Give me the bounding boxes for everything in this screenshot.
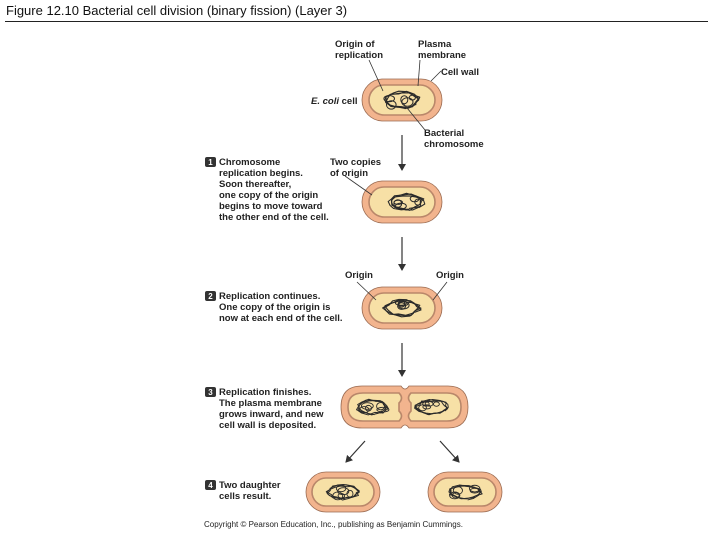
ecoli-cell (361, 78, 443, 122)
step-2-line-3: now at each end of the cell. (219, 313, 343, 324)
bacterial-chromosome (383, 90, 421, 110)
chromosome-loop (346, 489, 354, 498)
chromosome-loop (400, 95, 409, 105)
chromosome-strand (387, 193, 425, 211)
step-1-line-3: Soon thereafter, (219, 179, 291, 190)
daughter-cell-right (427, 471, 503, 513)
label-plasma-line2: membrane (418, 50, 466, 61)
chromosome-loop (360, 402, 374, 410)
leader-lines (344, 59, 448, 301)
step-4-line-1: Two daughter (219, 480, 281, 491)
step-2-line-1: Replication continues. (219, 291, 320, 302)
step-1-line-6: the other end of the cell. (219, 212, 329, 223)
step-4-line-2: cells result. (219, 491, 271, 502)
step-4: 4 Two daughter cells result. (205, 480, 281, 502)
chromosome-strand (385, 90, 419, 110)
step-2-badge (205, 291, 216, 301)
step-2-line-2: One copy of the origin is (219, 302, 330, 313)
step-2: 2 Replication continues. One copy of the… (205, 291, 343, 324)
label-two-copies-line1: Two copies (330, 157, 381, 168)
chromosome-loop (395, 202, 407, 210)
figure-title: Figure 12.10 Bacterial cell division (bi… (6, 3, 348, 18)
step-3-badge (205, 387, 216, 397)
chromosome-loop (337, 493, 346, 499)
cell-step-2 (361, 286, 443, 330)
chromosome-loop (469, 487, 480, 494)
chromosome-loop (449, 491, 461, 500)
chromosome-loop (376, 402, 386, 411)
chromosome-loop (364, 404, 372, 412)
step-3-number: 3 (208, 388, 213, 397)
chromosome-strand (325, 485, 360, 500)
step-3: 3 Replication finishes. The plasma membr… (205, 387, 324, 431)
chromosome-loop (335, 484, 347, 493)
step-4-badge (205, 480, 216, 490)
label-origin-line1: Origin of (335, 39, 375, 50)
chromosome-loop (332, 491, 344, 501)
chromosome-strand (356, 400, 388, 416)
label-ecoli-cell: E. coli cell (311, 96, 357, 107)
label-bacterial-line2: chromosome (424, 139, 484, 150)
chromosome-loop (418, 404, 427, 412)
step-3-line-1: Replication finishes. (219, 387, 311, 398)
label-ecoli-italic: E. coli (311, 96, 339, 107)
chromosome-loop (397, 302, 407, 310)
chromosome-loop (386, 100, 397, 110)
step-1-line-2: replication begins. (219, 168, 303, 179)
chromosome-loop (337, 487, 350, 496)
step-1-line-5: begins to move toward (219, 201, 323, 212)
chromosome-loop (422, 404, 432, 410)
chromosome-loop (359, 406, 370, 414)
step-3-line-4: cell wall is deposited. (219, 420, 316, 431)
chromosome-step-3-right (414, 399, 449, 416)
chromosome-step-2 (382, 298, 422, 318)
cell-step-3-dividing (340, 385, 469, 429)
label-cell-wall: Cell wall (441, 67, 479, 78)
label-plasma-line1: Plasma (418, 39, 452, 50)
arrow-split-right (439, 440, 460, 463)
step-4-number: 4 (208, 481, 213, 490)
step-1-line-4: one copy of the origin (219, 190, 318, 201)
chromosome-strand (449, 485, 481, 501)
label-origin-line2: replication (335, 50, 383, 61)
step-2-number: 2 (208, 292, 213, 301)
chromosome-loop (383, 95, 395, 103)
chromosome-daughter-right (448, 484, 483, 501)
chromosome-step-3-left (356, 398, 390, 416)
daughter-cell-left (305, 471, 381, 513)
label-two-copies-line2: of origin (330, 168, 368, 179)
chromosome-loop (451, 492, 460, 499)
cell-step-1 (361, 180, 443, 224)
chromosome-strand (383, 298, 421, 317)
step-1: 1 Chromosome replication begins. Soon th… (205, 157, 329, 223)
chromosome-loop (452, 486, 463, 495)
label-origin-left: Origin (345, 270, 373, 281)
chromosome-loop (401, 97, 414, 107)
title-rule (5, 21, 708, 22)
label-ecoli-rest: cell (339, 96, 358, 107)
step-3-line-2: The plasma membrane (219, 398, 322, 409)
chromosome-loop (376, 406, 390, 413)
chromosome-daughter-left (325, 483, 360, 501)
label-origin-right: Origin (436, 270, 464, 281)
chromosome-loop (469, 484, 481, 493)
chromosome-loop (432, 401, 440, 407)
step-1-number: 1 (208, 158, 213, 167)
chromosome-loop (409, 195, 420, 203)
copyright-notice: Copyright © Pearson Education, Inc., pub… (204, 520, 463, 529)
chromosome-loop (394, 300, 407, 306)
arrow-split-left (345, 440, 366, 463)
chromosome-step-1 (387, 192, 426, 211)
step-3-line-3: grows inward, and new (219, 409, 324, 420)
step-1-line-1: Chromosome (219, 157, 280, 168)
step-1-badge (205, 157, 216, 167)
label-bacterial-line1: Bacterial (424, 128, 464, 139)
